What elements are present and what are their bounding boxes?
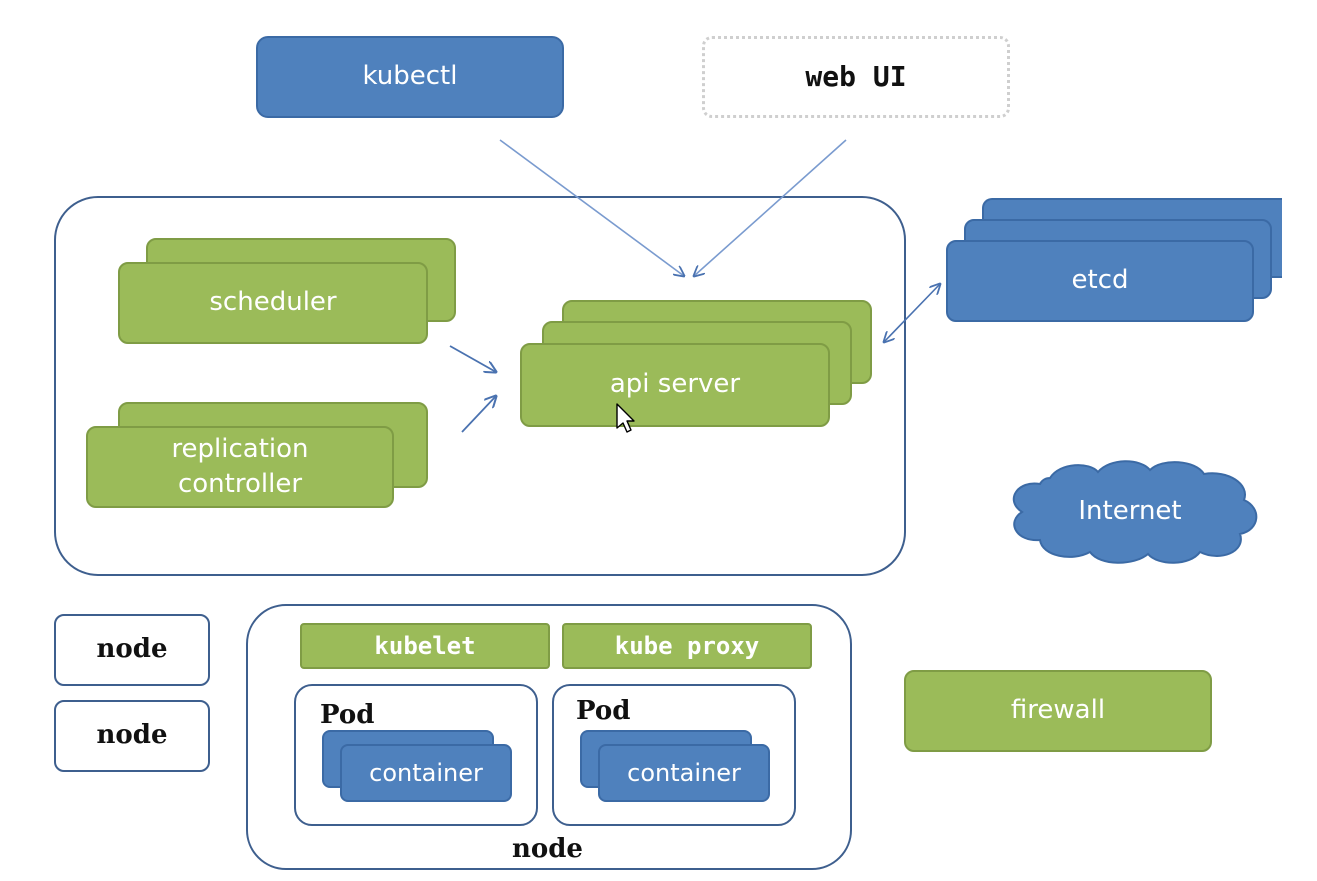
kube-proxy-label: kube proxy: [614, 631, 760, 660]
replication-controller-label: replication controller: [171, 433, 309, 499]
api-server-label: api server: [609, 369, 741, 400]
replication-controller-box: replication controller: [86, 426, 394, 508]
scheduler-box: scheduler: [118, 262, 428, 344]
etcd-label: etcd: [1071, 265, 1129, 296]
web-ui-label: web UI: [805, 60, 907, 94]
scheduler-label: scheduler: [209, 287, 337, 318]
node-box-1: node: [54, 614, 210, 686]
container-label-2: container: [627, 758, 741, 787]
kube-proxy-box: kube proxy: [562, 623, 812, 669]
etcd-box: etcd: [946, 240, 1254, 322]
web-ui-box: web UI: [702, 36, 1010, 118]
node-main-label: node: [512, 834, 583, 864]
node-box-2: node: [54, 700, 210, 772]
internet-label-box: Internet: [1020, 490, 1240, 534]
node-label-1: node: [96, 634, 168, 665]
firewall-box: firewall: [904, 670, 1212, 752]
node-label-2: node: [96, 720, 168, 751]
internet-label: Internet: [1078, 496, 1182, 527]
pod-label-1: Pod: [320, 700, 375, 730]
kubelet-label: kubelet: [374, 631, 476, 660]
kubectl-label: kubectl: [362, 61, 458, 92]
container-box-2: container: [598, 744, 770, 802]
container-box-1: container: [340, 744, 512, 802]
kubelet-box: kubelet: [300, 623, 550, 669]
container-label-1: container: [369, 758, 483, 787]
firewall-label: firewall: [1010, 695, 1106, 726]
pod-label-2: Pod: [576, 696, 631, 726]
kubectl-box: kubectl: [256, 36, 564, 118]
api-server-box: api server: [520, 343, 830, 427]
